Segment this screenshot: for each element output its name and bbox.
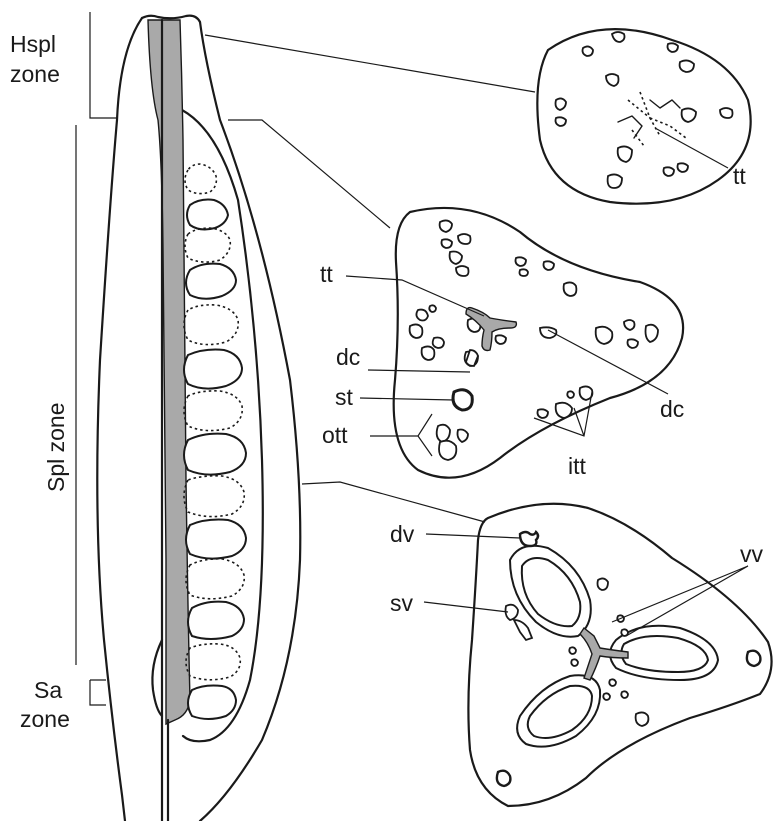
vascular-bundles-middle — [410, 220, 658, 460]
label-vv: vv — [740, 541, 764, 567]
longitudinal-section — [76, 12, 300, 821]
label-ott: ott — [322, 422, 348, 448]
cross-section-middle — [346, 208, 683, 478]
cross-section-top-outline — [537, 29, 750, 204]
spl-zone-label: Spl zone — [43, 402, 69, 492]
hspl-zone-label-line2: zone — [10, 61, 60, 87]
label-st: st — [335, 384, 354, 410]
transmitting-tissue-top — [618, 92, 686, 146]
label-tt-middle: tt — [320, 261, 333, 287]
tt-top-leader — [655, 128, 728, 168]
cross-section-bottom — [424, 504, 772, 806]
label-dc-right: dc — [660, 396, 684, 422]
sa-zone-label-line2: zone — [20, 706, 70, 732]
hspl-zone-label-line1: Hspl — [10, 31, 56, 57]
zone-brackets — [76, 12, 118, 705]
label-itt: itt — [568, 453, 587, 479]
label-tt-top: tt — [733, 163, 746, 189]
sa-bulge — [152, 640, 162, 716]
label-dv: dv — [390, 521, 415, 547]
locules — [184, 200, 246, 719]
label-dc-left: dc — [336, 344, 360, 370]
cross-section-top — [537, 29, 750, 204]
middle-leaders — [346, 276, 668, 456]
connector-lines — [205, 35, 535, 522]
cross-section-locules — [510, 546, 718, 747]
sa-zone-label-line1: Sa — [34, 677, 62, 703]
label-sv: sv — [390, 590, 414, 616]
